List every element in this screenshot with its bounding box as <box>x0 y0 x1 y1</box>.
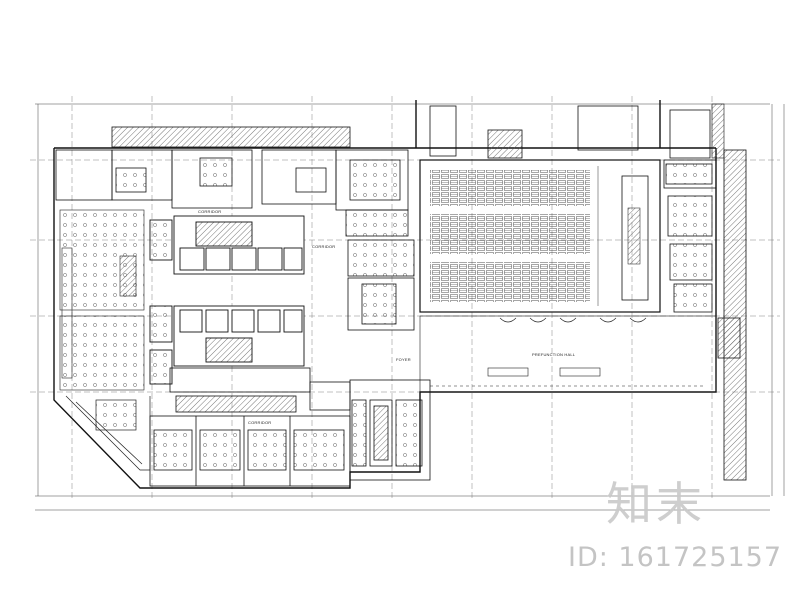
meeting-area <box>347 239 415 331</box>
boardroom <box>349 379 431 481</box>
watermark-id: ID: 161725157 <box>568 542 783 573</box>
foyer-label: FOYER <box>396 357 411 362</box>
prefunction-hall <box>419 315 717 393</box>
core <box>149 215 305 385</box>
hatched-wall-right <box>723 149 747 481</box>
hatched-wall-right-top <box>711 103 725 159</box>
ballroom <box>419 159 661 313</box>
prefunction-hall-label: PREFUNCTION HALL <box>532 352 576 357</box>
dimension-lines <box>35 103 785 511</box>
top-right-shafts <box>429 105 711 159</box>
lounge-area <box>59 209 145 391</box>
right-service-block <box>663 159 741 359</box>
corridor-label-top: CORRIDOR <box>198 209 222 214</box>
corridor-label-mid: CORRIDOR <box>312 244 336 249</box>
corridor-label-bottom: CORRIDOR <box>248 420 272 425</box>
watermark-logo: 知末 <box>606 477 706 531</box>
service-rooms <box>55 149 409 237</box>
lower-offices <box>149 367 351 487</box>
corner-lobby <box>65 395 151 471</box>
hatched-wall-top <box>111 126 351 148</box>
